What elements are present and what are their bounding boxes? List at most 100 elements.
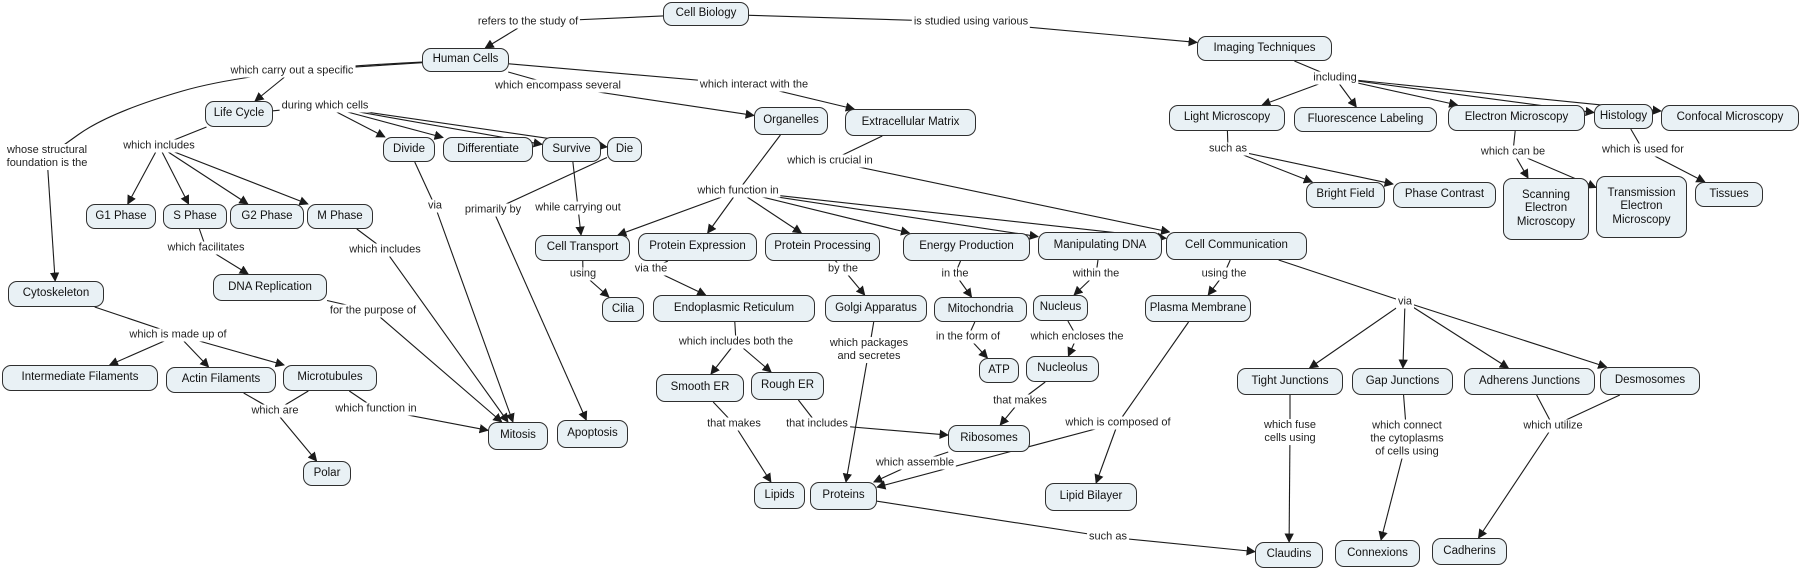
edge-label[interactable]: which is crucial in [785,154,875,168]
node-cilia[interactable]: Cilia [602,297,644,322]
edge-label[interactable]: such as [1207,142,1249,156]
node-energy_production[interactable]: Energy Production [903,233,1030,261]
edge-label[interactable]: using the [1199,267,1249,281]
edge-label[interactable]: including [1311,71,1359,85]
edge-label[interactable]: which includes both the [676,335,796,349]
node-light_microscopy[interactable]: Light Microscopy [1169,105,1285,131]
edge-label[interactable]: which is used for [1600,143,1686,157]
edge-label[interactable]: via the [632,262,670,276]
node-apoptosis[interactable]: Apoptosis [557,420,628,448]
edge-label[interactable]: in the form of [933,330,1003,344]
edge-label[interactable]: primarily by [462,203,524,217]
node-mitosis[interactable]: Mitosis [488,422,548,450]
edge-label[interactable]: by the [826,262,860,276]
node-cell_biology[interactable]: Cell Biology [663,2,749,26]
edge-label[interactable]: refers to the study of [475,15,581,29]
edge-label[interactable]: which is composed of [1063,416,1173,430]
node-proteins[interactable]: Proteins [810,482,877,510]
node-cytoskeleton[interactable]: Cytoskeleton [8,281,104,307]
edge-label[interactable]: which can be [1478,145,1548,159]
edge-label[interactable]: that makes [991,394,1049,408]
node-smooth_er[interactable]: Smooth ER [656,374,744,402]
edge-label[interactable]: which function in [333,402,419,416]
node-g1_phase[interactable]: G1 Phase [86,204,156,229]
edge-label[interactable]: within the [1070,267,1122,281]
node-lipid_bilayer[interactable]: Lipid Bilayer [1045,483,1137,511]
node-desmosomes[interactable]: Desmosomes [1600,367,1700,395]
node-bright_field[interactable]: Bright Field [1306,182,1385,208]
node-scanning_em[interactable]: Scanning Electron Microscopy [1503,178,1589,240]
node-protein_expression[interactable]: Protein Expression [638,233,757,261]
node-nucleolus[interactable]: Nucleolus [1026,356,1099,382]
node-g2_phase[interactable]: G2 Phase [230,204,304,229]
edge-label[interactable]: which encloses the [1028,330,1126,344]
node-microtubules[interactable]: Microtubules [283,365,377,391]
edge-label[interactable]: whose structural foundation is the [4,144,90,170]
edge-label[interactable]: which function in [695,184,781,198]
edge-label[interactable]: which includes [121,139,197,153]
node-tight_junctions[interactable]: Tight Junctions [1237,368,1343,395]
node-fluorescence_labeling[interactable]: Fluorescence Labeling [1294,107,1437,132]
node-histology[interactable]: Histology [1594,104,1653,129]
edge-label[interactable]: which connect the cytoplasms of cells us… [1368,419,1446,459]
node-manipulating_dna[interactable]: Manipulating DNA [1038,232,1162,260]
edge-label[interactable]: in the [939,267,971,281]
edge-label[interactable]: that makes [705,417,763,431]
edge-label[interactable]: that includes [784,417,850,431]
node-cadherins[interactable]: Cadherins [1432,538,1507,565]
edge-label[interactable]: during which cells [279,99,371,113]
node-intermediate_filaments[interactable]: Intermediate Filaments [2,365,158,391]
node-survive[interactable]: Survive [542,137,601,162]
node-golgi_apparatus[interactable]: Golgi Apparatus [825,295,927,322]
node-gap_junctions[interactable]: Gap Junctions [1352,368,1453,395]
edge-label[interactable]: such as [1087,530,1129,544]
edge-label[interactable]: via [1395,295,1415,309]
node-mitochondria[interactable]: Mitochondria [934,297,1027,322]
node-die[interactable]: Die [607,137,642,162]
edge-label[interactable]: using [567,267,599,281]
node-nucleus[interactable]: Nucleus [1033,295,1088,321]
node-extracellular_matrix[interactable]: Extracellular Matrix [845,109,976,136]
edge-label[interactable]: which encompass several [493,79,623,93]
node-imaging_techniques[interactable]: Imaging Techniques [1197,36,1332,61]
edge-label[interactable]: while carrying out [533,201,623,215]
edge-label[interactable]: which interact with the [697,78,811,92]
node-endoplasmic_reticulum[interactable]: Endoplasmic Reticulum [653,295,815,322]
node-cell_communication[interactable]: Cell Communication [1166,232,1307,260]
edge-label[interactable]: which assemble [873,456,957,470]
node-dna_replication[interactable]: DNA Replication [213,274,327,301]
node-tissues[interactable]: Tissues [1695,182,1763,207]
node-claudins[interactable]: Claudins [1255,542,1323,568]
edge-label[interactable]: via [425,199,445,213]
node-transmission_em[interactable]: Transmission Electron Microscopy [1596,176,1687,238]
node-cell_transport[interactable]: Cell Transport [535,235,630,261]
edge-label[interactable]: is studied using various [911,15,1031,29]
node-differentiate[interactable]: Differentiate [443,137,533,162]
node-phase_contrast[interactable]: Phase Contrast [1393,182,1496,208]
edge-label[interactable]: which carry out a specific [228,64,356,78]
node-adherens_junctions[interactable]: Adherens Junctions [1464,368,1595,395]
edge-label[interactable]: which facilitates [165,241,247,255]
node-rough_er[interactable]: Rough ER [751,372,824,400]
node-confocal_microscopy[interactable]: Confocal Microscopy [1661,105,1799,131]
node-plasma_membrane[interactable]: Plasma Membrane [1145,295,1251,322]
edge-label[interactable]: which utilize [1521,419,1585,433]
node-protein_processing[interactable]: Protein Processing [765,233,880,261]
edge-label[interactable]: which is made up of [127,328,229,342]
edge-label[interactable]: which packages and secretes [827,337,911,363]
edge-label[interactable]: which includes [347,243,423,257]
node-divide[interactable]: Divide [383,137,435,162]
node-lipids[interactable]: Lipids [754,482,805,509]
node-atp[interactable]: ATP [979,358,1019,383]
node-connexions[interactable]: Connexions [1335,540,1420,567]
node-human_cells[interactable]: Human Cells [422,48,509,72]
node-m_phase[interactable]: M Phase [307,204,373,229]
node-actin_filaments[interactable]: Actin Filaments [166,367,276,393]
node-ribosomes[interactable]: Ribosomes [948,425,1030,452]
node-s_phase[interactable]: S Phase [163,204,227,229]
edge-label[interactable]: for the purpose of [327,304,419,318]
node-organelles[interactable]: Organelles [754,107,828,135]
node-life_cycle[interactable]: Life Cycle [205,101,273,127]
node-electron_microscopy[interactable]: Electron Microscopy [1448,105,1585,131]
edge-label[interactable]: which fuse cells using [1262,419,1318,445]
